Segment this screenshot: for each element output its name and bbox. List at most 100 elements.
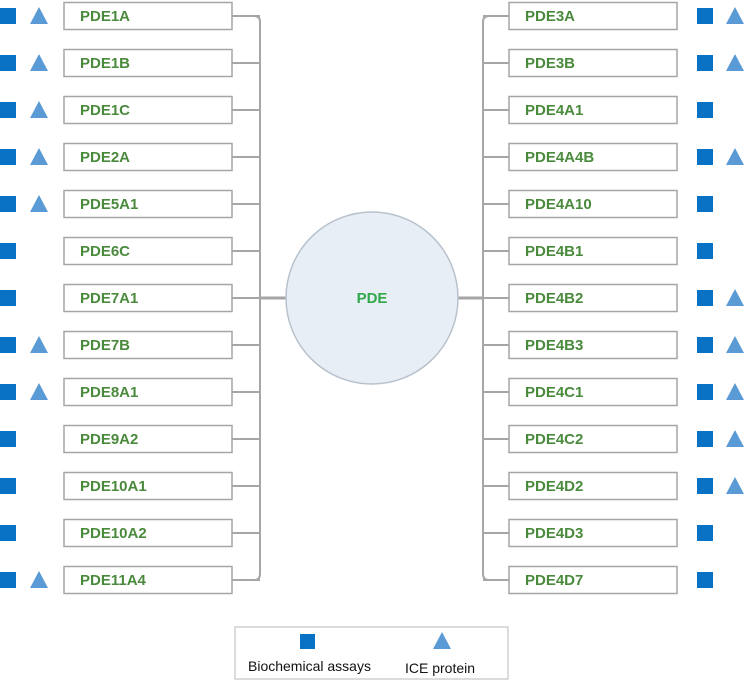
ice-protein-triangle-icon	[726, 477, 744, 494]
legend-box	[234, 626, 509, 680]
ice-protein-triangle-icon	[30, 7, 48, 24]
left-item-label: PDE7B	[80, 337, 130, 354]
left-item-label: PDE9A2	[80, 431, 138, 448]
right-item-label: PDE4B3	[525, 337, 583, 354]
left-item-box	[63, 236, 233, 266]
biochemical-assay-square-icon	[0, 149, 16, 165]
biochemical-assay-square-icon	[697, 572, 713, 588]
biochemical-assay-square-icon	[0, 431, 16, 447]
right-item-box	[508, 95, 678, 125]
right-item-box	[508, 1, 678, 31]
ice-protein-triangle-icon	[726, 383, 744, 400]
right-item-box	[508, 471, 678, 501]
right-item-box	[508, 330, 678, 360]
left-item-label: PDE1B	[80, 55, 130, 72]
center-node	[285, 211, 459, 385]
left-item-box	[63, 283, 233, 313]
legend-ice-label: ICE protein	[405, 660, 475, 676]
right-item-box	[508, 236, 678, 266]
biochemical-assay-square-icon	[0, 196, 16, 212]
right-item-label: PDE4B1	[525, 243, 583, 260]
biochemical-assay-square-icon	[697, 525, 713, 541]
right-item-label: PDE3A	[525, 8, 575, 25]
left-item-box	[63, 377, 233, 407]
ice-protein-triangle-icon	[726, 7, 744, 24]
left-item-label: PDE2A	[80, 149, 130, 166]
left-item-label: PDE7A1	[80, 290, 138, 307]
biochemical-assay-square-icon	[697, 55, 713, 71]
right-item-box	[508, 142, 678, 172]
biochemical-assay-square-icon	[697, 337, 713, 353]
left-item-box	[63, 330, 233, 360]
right-item-box	[508, 424, 678, 454]
right-item-label: PDE3B	[525, 55, 575, 72]
ice-protein-triangle-icon	[30, 54, 48, 71]
left-item-box	[63, 518, 233, 548]
biochemical-assay-square-icon	[697, 196, 713, 212]
right-item-box	[508, 283, 678, 313]
right-item-label: PDE4C1	[525, 384, 583, 401]
biochemical-assay-square-icon	[697, 431, 713, 447]
left-item-label: PDE10A1	[80, 478, 147, 495]
right-item-box	[508, 48, 678, 78]
biochemical-assay-square-icon	[0, 478, 16, 494]
ice-protein-triangle-icon	[30, 195, 48, 212]
biochemical-assay-square-icon	[697, 290, 713, 306]
biochemical-assay-square-icon	[697, 243, 713, 259]
ice-protein-triangle-icon	[30, 383, 48, 400]
ice-protein-triangle-icon	[726, 430, 744, 447]
right-item-label: PDE4D3	[525, 525, 583, 542]
biochemical-assay-square-icon	[697, 478, 713, 494]
right-item-label: PDE4C2	[525, 431, 583, 448]
legend-biochemical-label: Biochemical assays	[248, 658, 371, 674]
biochemical-assay-square-icon	[0, 525, 16, 541]
center-label: PDE	[357, 290, 388, 307]
left-item-box	[63, 95, 233, 125]
biochemical-assay-square-icon	[0, 243, 16, 259]
left-item-label: PDE6C	[80, 243, 130, 260]
legend-square-icon	[300, 634, 315, 649]
left-item-label: PDE10A2	[80, 525, 147, 542]
ice-protein-triangle-icon	[30, 101, 48, 118]
left-item-box	[63, 424, 233, 454]
right-item-label: PDE4B2	[525, 290, 583, 307]
left-item-label: PDE5A1	[80, 196, 138, 213]
ice-protein-triangle-icon	[726, 289, 744, 306]
left-item-label: PDE1A	[80, 8, 130, 25]
ice-protein-triangle-icon	[726, 336, 744, 353]
right-item-label: PDE4A4B	[525, 149, 594, 166]
biochemical-assay-square-icon	[0, 8, 16, 24]
left-item-box	[63, 142, 233, 172]
ice-protein-triangle-icon	[726, 54, 744, 71]
left-item-label: PDE11A4	[80, 572, 147, 589]
biochemical-assay-square-icon	[697, 149, 713, 165]
biochemical-assay-square-icon	[0, 290, 16, 306]
biochemical-assay-square-icon	[697, 384, 713, 400]
left-item-box	[63, 48, 233, 78]
right-item-label: PDE4A10	[525, 196, 592, 213]
biochemical-assay-square-icon	[0, 337, 16, 353]
legend-triangle-icon	[433, 632, 451, 649]
right-item-box	[508, 189, 678, 219]
right-item-label: PDE4A1	[525, 102, 583, 119]
right-item-box	[508, 518, 678, 548]
right-item-box	[508, 377, 678, 407]
ice-protein-triangle-icon	[30, 336, 48, 353]
left-item-box	[63, 1, 233, 31]
biochemical-assay-square-icon	[0, 102, 16, 118]
biochemical-assay-square-icon	[0, 572, 16, 588]
ice-protein-triangle-icon	[30, 571, 48, 588]
right-item-label: PDE4D2	[525, 478, 583, 495]
biochemical-assay-square-icon	[697, 102, 713, 118]
right-item-box	[508, 565, 678, 595]
ice-protein-triangle-icon	[30, 148, 48, 165]
left-item-label: PDE1C	[80, 102, 130, 119]
biochemical-assay-square-icon	[0, 55, 16, 71]
left-item-label: PDE8A1	[80, 384, 138, 401]
biochemical-assay-square-icon	[0, 384, 16, 400]
left-item-box	[63, 189, 233, 219]
ice-protein-triangle-icon	[726, 148, 744, 165]
left-item-box	[63, 471, 233, 501]
